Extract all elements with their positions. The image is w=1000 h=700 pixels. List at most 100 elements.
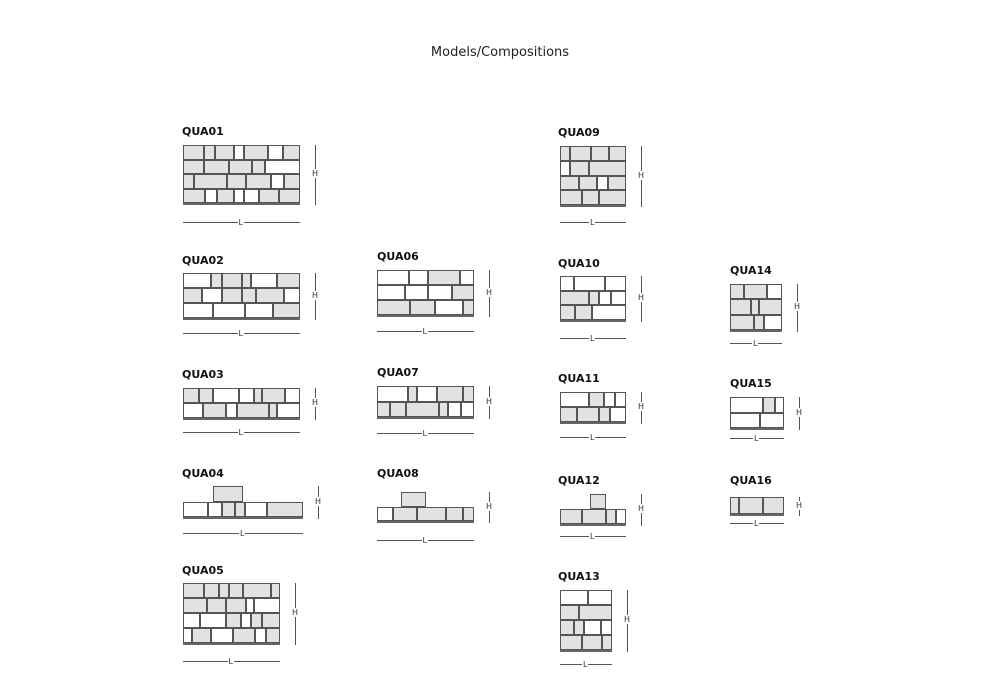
module-block [560,605,580,620]
base-plinth [560,205,626,207]
module-block [268,403,278,418]
module-block [377,300,411,315]
length-dimension-label: L [582,660,589,669]
module-block [589,494,607,509]
module-block [213,388,239,403]
length-dimension-label: L [589,433,596,442]
base-plinth [377,417,474,419]
module-block [241,288,257,303]
model-label: QUA01 [182,125,224,138]
module-block [251,613,262,628]
base-plinth [183,203,300,205]
module-block [570,146,591,161]
base-plinth [183,643,280,645]
module-block [244,145,268,160]
model-label: QUA08 [377,467,419,480]
model-label: QUA11 [558,372,600,385]
module-block [183,303,214,318]
module-block [581,509,606,524]
module-block [407,386,418,402]
module-block [285,388,300,403]
module-block [758,299,782,315]
module-block [251,273,277,288]
module-block [256,288,284,303]
module-block [610,290,626,306]
model-label: QUA07 [377,366,419,379]
module-block [271,174,284,189]
module-block [283,174,300,189]
module-block [446,506,464,521]
module-block [377,386,408,402]
length-dimension-label: L [752,339,759,348]
module-block [377,506,393,521]
module-block [762,497,784,514]
module-block [233,628,255,643]
module-block [560,290,589,306]
module-block [199,388,213,403]
module-block [605,276,626,291]
module-block [437,386,463,402]
module-block [244,501,267,517]
module-block [730,314,755,330]
module-block [252,159,265,174]
module-block [598,190,626,205]
page-title: Models/Compositions [430,45,570,60]
module-block [207,598,226,613]
module-block [462,386,474,402]
module-block [213,303,246,318]
module-block [459,270,474,285]
module-block [241,273,252,288]
module-block [183,273,211,288]
module-block [730,397,763,413]
model-label: QUA02 [182,254,224,267]
module-block [267,145,284,160]
model-label: QUA09 [558,126,600,139]
base-plinth [377,315,474,317]
module-block [261,613,280,628]
height-dimension-label: H [311,290,320,300]
module-block [253,388,262,403]
module-block [234,188,245,203]
module-block [213,486,243,502]
module-block [775,397,784,413]
module-block [183,583,204,598]
height-dimension-label: H [311,398,320,407]
module-block [183,288,203,303]
module-block [203,583,220,598]
module-block [599,290,611,306]
module-block [560,407,577,422]
length-dimension-label: L [227,657,234,666]
module-block [589,160,626,176]
length-dimension-label: L [589,334,596,343]
module-block [560,305,576,320]
module-block [183,501,209,517]
module-block [560,146,571,161]
module-block [271,583,280,598]
module-block [590,146,610,161]
module-block [462,300,474,315]
module-block [560,509,582,524]
module-block [581,190,599,205]
module-block [377,270,409,285]
length-dimension-label: L [239,529,246,538]
module-block [377,285,406,300]
module-block [730,412,761,428]
height-dimension-label: H [485,287,494,297]
model-label: QUA14 [730,264,772,277]
module-block [401,492,426,507]
length-dimension-label: L [753,519,760,528]
module-block [609,146,626,161]
module-block [237,403,269,418]
height-dimension-label: H [793,302,802,311]
module-block [439,401,449,417]
module-block [226,174,246,189]
module-block [244,188,259,203]
height-dimension-label: H [485,501,494,511]
length-dimension-label: L [753,434,760,443]
module-block [241,613,252,628]
module-block [183,613,200,628]
base-plinth [183,517,303,519]
module-block [238,388,254,403]
module-block [221,288,242,303]
module-block [596,175,608,191]
